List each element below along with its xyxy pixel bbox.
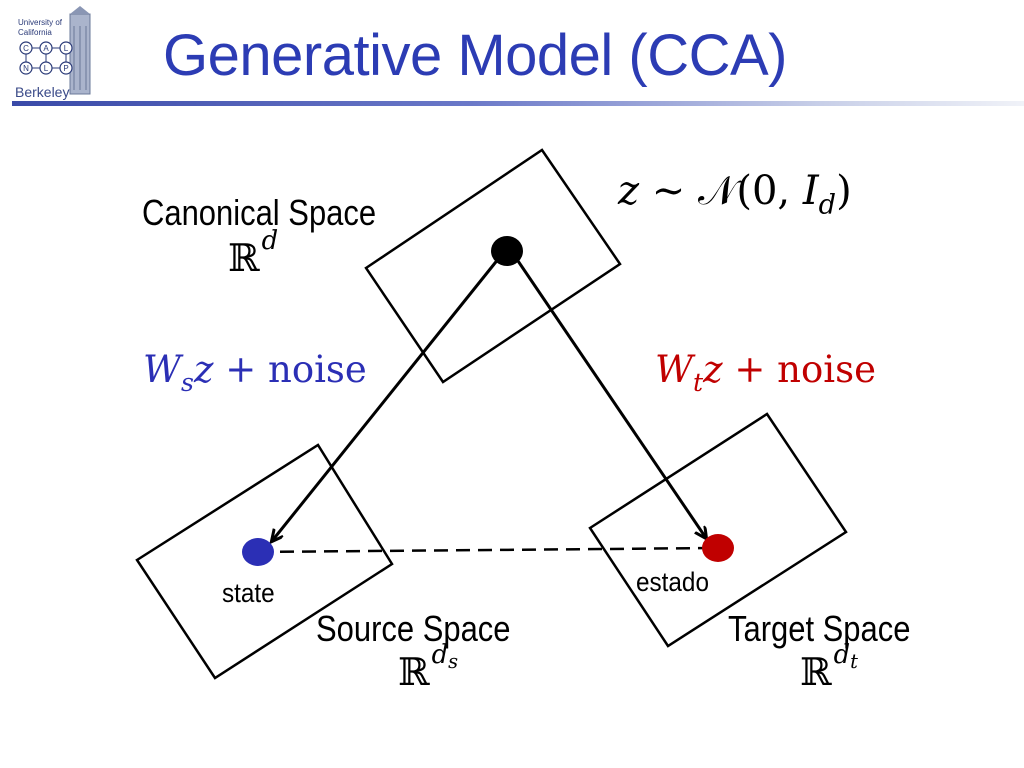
target-space-symbol: ℝdt [800,640,858,694]
canonical-space-symbol: ℝd [228,226,279,280]
logo-university-text: University of [18,18,63,27]
logo-letter: L [44,64,49,73]
correspondence-dashed-line [257,546,719,554]
logo-letter: P [63,64,68,73]
source-space-label: Source Space [316,608,511,649]
slide-title: Generative Model (CCA) [163,23,788,88]
target-mapping-formula: Wtz + noise [655,348,876,397]
source-point [242,538,274,566]
source-projection-arrow [272,257,501,541]
campanile-tower-icon: C A L N L P [19,6,91,95]
logo-letter: A [43,44,49,53]
target-projection-arrow [514,257,706,538]
berkeley-logo: C A L N L P University of California Ber… [12,6,96,102]
source-space-symbol: ℝds [398,640,459,694]
canonical-space-label: Canonical Space [142,192,377,233]
canonical-space-box [364,148,622,384]
target-space-box [588,412,848,648]
logo-berkeley-text: Berkeley [15,84,70,100]
logo-letter: L [64,44,69,53]
source-point-label: state [222,578,275,608]
source-space-box [135,443,394,680]
logo-california-text: California [18,28,52,37]
prior-formula: z ∼ 𝒩(0, Id) [618,168,852,221]
logo-letter: C [23,44,29,53]
logo-letter: N [23,64,29,73]
latent-point [491,236,523,266]
title-underline [12,101,1024,106]
target-space-label: Target Space [728,608,911,649]
target-point [702,534,734,562]
target-point-label: estado [636,567,709,597]
source-mapping-formula: Wsz + noise [143,348,367,397]
